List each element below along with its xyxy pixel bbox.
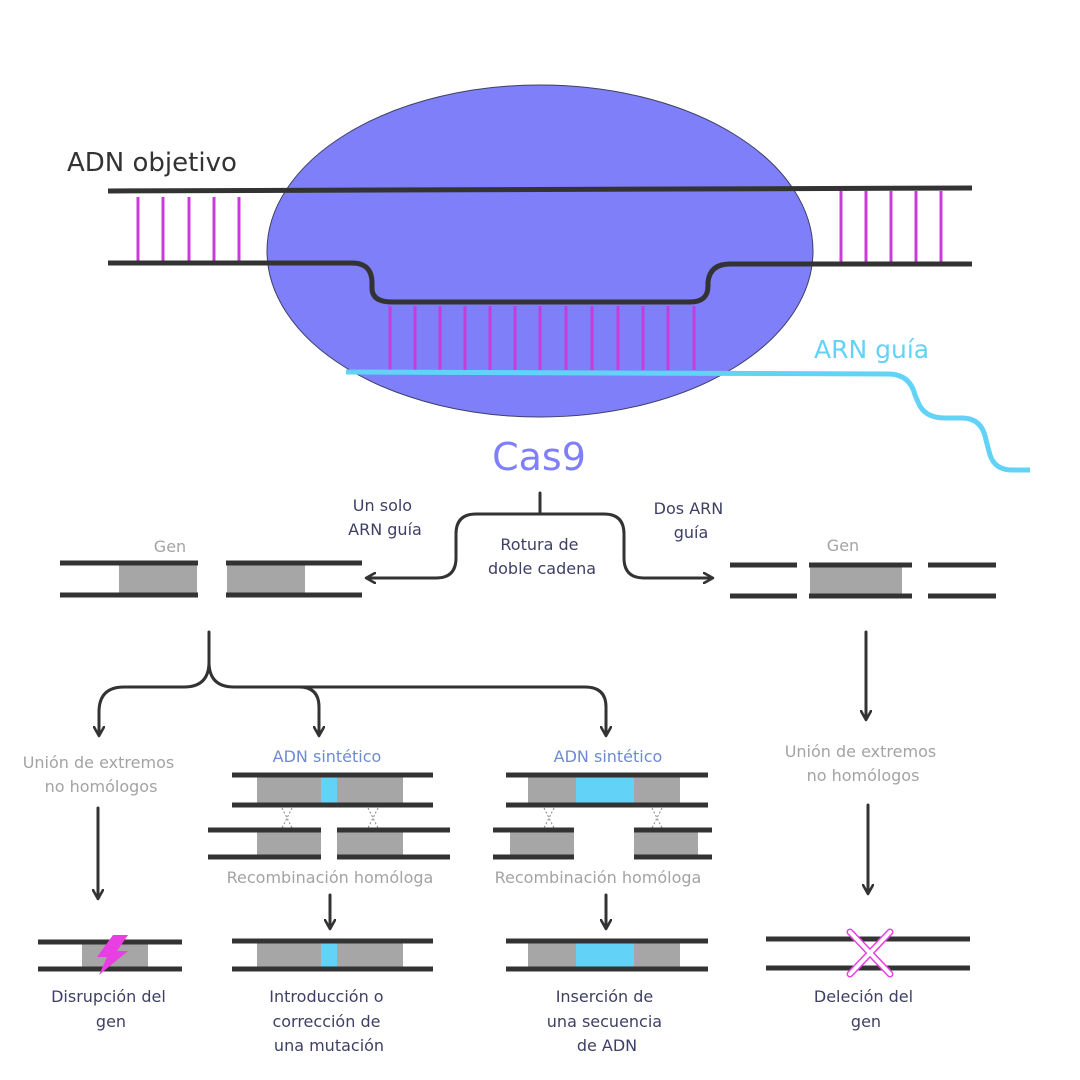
nhej-label-left: Unión de extremos no homólogos [23,753,180,796]
dna-top-strand [107,185,973,194]
gene-label-left: Gen [154,537,186,556]
hr-label-2: Recombinación homóloga [495,868,702,887]
branch-arrow-hdr-correction [207,660,319,735]
dna-bottom-strand [108,260,972,305]
hdr-insertion-broken-gene [493,827,712,860]
branch-arrow-nhej-left [99,630,211,735]
hdr-insertion-template [506,772,708,808]
cas9-protein [266,84,814,418]
corrected-gene [232,938,433,972]
gene-single-cut [60,560,362,598]
synthetic-dna-label-2: ADN sintético [554,747,663,766]
lightning-icon [97,935,128,975]
cas9-label: Cas9 [492,435,586,479]
gene-label-right: Gen [827,536,859,555]
hdr-correction-broken-gene [208,827,450,860]
x-mark-icon [846,928,894,978]
outcome-disruption: Disrupción del gen [51,987,171,1031]
hr-label-1: Recombinación homóloga [227,868,434,887]
synthetic-dna-label-1: ADN sintético [273,747,382,766]
split-arrow-right [538,512,712,578]
deleted-gene [766,936,970,971]
guide-rna-strand [345,369,1030,473]
target-dna-label: ADN objetivo [67,148,237,178]
gene-double-cut [730,562,996,599]
branch-arrow-hdr-insertion [297,685,606,735]
outcome-correction: Introducción o corrección de una mutació… [269,987,388,1055]
inserted-gene [506,938,708,972]
single-guide-rna-label: Un solo ARN guía [348,496,422,539]
outcome-deletion: Deleción del gen [814,987,918,1031]
base-pairs-left [136,197,241,262]
nhej-label-right: Unión de extremos no homólogos [785,742,942,785]
hdr-correction-template [232,772,433,808]
guide-rna-label: ARN guía [814,335,929,364]
base-pairs-right [839,191,943,262]
double-strand-break-label: Rotura de doble cadena [488,535,596,578]
split-arrow-left [367,512,542,578]
two-guide-rna-label: Dos ARN guía [654,499,729,542]
hdr-correction-crossovers [281,807,379,829]
hdr-insertion-crossovers [543,807,663,829]
base-pairs-center [388,306,696,370]
outcome-insertion: Inserción de una secuencia de ADN [547,987,667,1055]
